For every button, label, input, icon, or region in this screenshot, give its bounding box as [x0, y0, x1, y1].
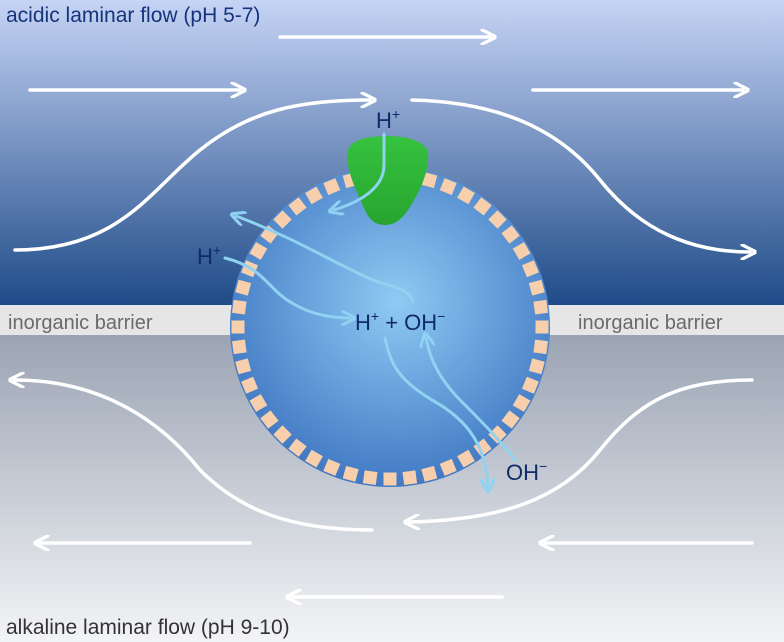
flow-arrow-icon: [410, 378, 754, 522]
acidic-flow-label: acidic laminar flow (pH 5-7): [6, 4, 260, 27]
ion-path-hydroxide: [426, 338, 517, 462]
membrane-pore: [473, 197, 492, 216]
flow-arrow-icon: [13, 100, 370, 252]
membrane-pore: [235, 279, 252, 296]
membrane-pores: [231, 172, 549, 486]
membrane-pore: [232, 299, 247, 315]
membrane-pore: [288, 197, 307, 216]
proton-label-left: H+: [197, 242, 221, 269]
membrane-pore: [457, 449, 475, 468]
flow-arrow-icon: [15, 380, 374, 532]
membrane-pore: [305, 186, 323, 205]
membrane-pore: [231, 320, 245, 334]
ion-path-left-proton: [223, 256, 350, 318]
membrane-pore: [260, 225, 279, 244]
ion-path-down: [383, 336, 488, 487]
membrane-pore: [521, 376, 539, 394]
proton-label-top: H+: [376, 106, 400, 133]
membrane-pore: [249, 242, 268, 260]
membrane-pore: [439, 178, 457, 196]
membrane-pore: [533, 299, 548, 315]
vesicle-sphere: [230, 167, 550, 487]
membrane-pore: [488, 425, 507, 444]
membrane-pore: [402, 470, 418, 485]
barrier-strip-left: [0, 305, 240, 335]
membrane-pore: [457, 186, 475, 205]
barrier-label-left: inorganic barrier: [8, 312, 153, 334]
membrane-pore: [421, 172, 438, 189]
barrier-strip-right: [540, 305, 784, 335]
membrane-pore: [528, 279, 545, 296]
membrane-pore: [288, 438, 307, 457]
membrane-pore: [528, 358, 545, 375]
membrane-pore: [323, 458, 341, 476]
membrane-pore: [512, 242, 531, 260]
membrane-pore: [249, 394, 268, 412]
membrane-pore: [241, 376, 259, 394]
membrane-pore: [235, 358, 252, 375]
membrane-pore: [521, 260, 539, 278]
membrane-protein-icon: [347, 136, 429, 225]
membrane-pore: [501, 410, 520, 429]
membrane-pore: [512, 394, 531, 412]
alkaline-flow-label: alkaline laminar flow (pH 9-10): [6, 616, 290, 639]
membrane-pore: [421, 465, 438, 482]
flow-arrow-icon: [410, 98, 750, 252]
membrane-pore: [273, 210, 292, 229]
reaction-label: H+ + OH−: [355, 308, 445, 335]
membrane-pore: [323, 178, 341, 196]
membrane-pore: [533, 339, 548, 355]
ion-path-proton-protein: [334, 132, 386, 210]
membrane-pore: [342, 465, 359, 482]
ion-path-to-surface: [236, 216, 415, 304]
membrane-pore: [232, 339, 247, 355]
membrane-pore: [501, 225, 520, 244]
membrane-pore: [383, 472, 397, 486]
membrane-pore: [362, 470, 378, 485]
membrane-pore: [535, 320, 549, 334]
membrane-pore: [305, 449, 323, 468]
membrane-pore: [260, 410, 279, 429]
membrane-pore: [488, 210, 507, 229]
hydroxide-label: OH−: [506, 458, 547, 485]
membrane-pore: [439, 458, 457, 476]
membrane-pore: [273, 425, 292, 444]
barrier-label-right: inorganic barrier: [578, 312, 723, 334]
